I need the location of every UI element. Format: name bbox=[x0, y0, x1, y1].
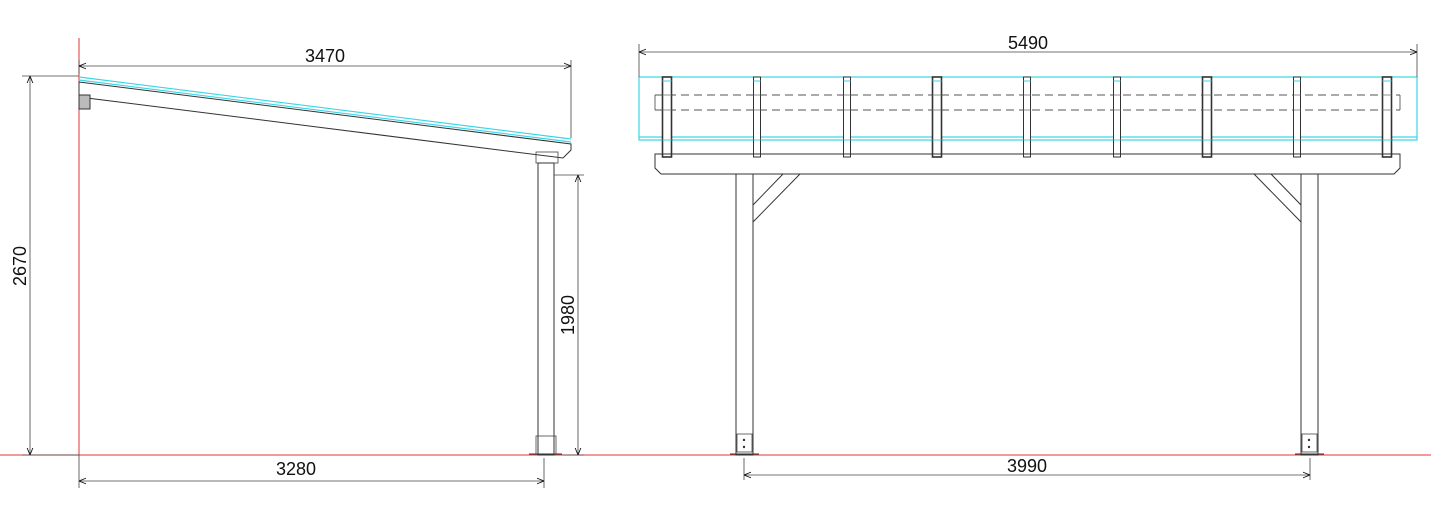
front-rafter bbox=[753, 76, 761, 158]
dim-side-post-height: 1980 bbox=[558, 295, 578, 335]
side-glazing bbox=[78, 76, 572, 140]
front-rafter bbox=[661, 76, 673, 158]
dim-front-bottom-width: 3990 bbox=[1007, 456, 1047, 476]
side-glazing-inner bbox=[78, 79, 572, 143]
dim-front-top-width: 5490 bbox=[1008, 33, 1048, 53]
front-post-shoe-left bbox=[736, 433, 753, 453]
bolt bbox=[742, 438, 746, 442]
dim-side-bottom-width: 3280 bbox=[276, 459, 316, 479]
front-post-left bbox=[735, 173, 754, 456]
front-rafter bbox=[1113, 76, 1121, 158]
front-brace-right bbox=[1252, 173, 1302, 224]
front-brace-left bbox=[752, 173, 802, 224]
front-post-shoe-right bbox=[1301, 433, 1318, 453]
front-rafter bbox=[1381, 76, 1393, 158]
front-beam bbox=[654, 153, 1401, 175]
bolt bbox=[1307, 445, 1311, 449]
side-beam-head bbox=[535, 151, 559, 164]
side-rafter bbox=[78, 81, 572, 159]
bolt bbox=[742, 445, 746, 449]
dim-side-top-width: 3470 bbox=[305, 46, 345, 66]
front-rafters bbox=[661, 76, 1393, 158]
dim-side-total-height: 2670 bbox=[10, 246, 30, 286]
wall-plate bbox=[78, 94, 91, 110]
front-rafter bbox=[843, 76, 851, 158]
front-rafter bbox=[1023, 76, 1031, 158]
front-post-right bbox=[1300, 173, 1319, 456]
front-rafter bbox=[1201, 76, 1213, 158]
front-rafter bbox=[1293, 76, 1301, 158]
bolt bbox=[1307, 438, 1311, 442]
front-rafter bbox=[931, 76, 943, 158]
side-view: 3470 2670 1980 3280 bbox=[10, 38, 584, 488]
front-view: 5490 3990 bbox=[638, 33, 1418, 480]
side-post bbox=[537, 162, 555, 456]
